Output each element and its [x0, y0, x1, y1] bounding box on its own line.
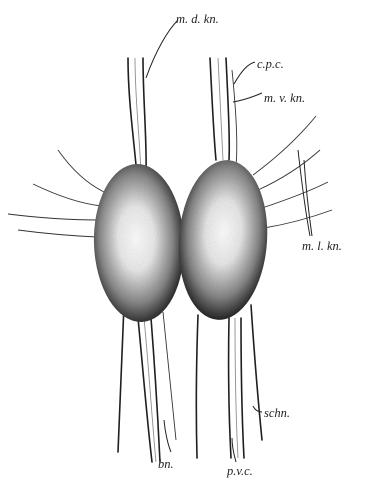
lower-nerves [118, 305, 262, 462]
ganglia [91, 157, 272, 323]
label-bn: bn. [158, 457, 174, 471]
label-mdkn: m. d. kn. [176, 12, 219, 26]
label-cpc: c.p.c. [257, 57, 284, 71]
label-pvc: p.v.c. [226, 464, 253, 478]
upper-nerves [128, 58, 237, 176]
left-ganglion [91, 162, 186, 323]
right-ganglion [174, 157, 273, 323]
label-mlkn: m. l. kn. [302, 239, 342, 253]
label-mvkn: m. v. kn. [264, 91, 305, 105]
left-lateral-nerves [8, 150, 104, 237]
label-schn: schn. [264, 406, 290, 420]
